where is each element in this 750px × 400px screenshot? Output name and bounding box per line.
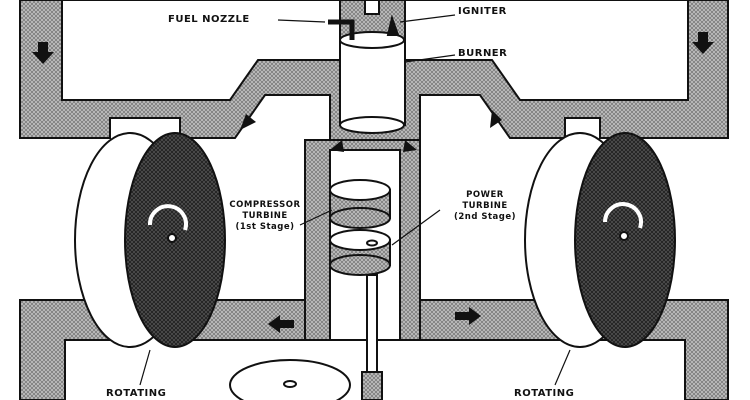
arrow-left-icon bbox=[330, 140, 344, 152]
label-line: TURBINE bbox=[242, 211, 288, 221]
label-igniter: IGNITER bbox=[458, 6, 507, 17]
arrow-down-icon bbox=[692, 32, 714, 54]
label-line: TURBINE bbox=[462, 201, 508, 211]
label-fuel-nozzle: FUEL NOZZLE bbox=[168, 14, 250, 25]
leader-lines bbox=[139, 14, 571, 386]
turbines bbox=[229, 179, 391, 400]
arrow-right-icon bbox=[455, 307, 481, 325]
right-regenerator-disk bbox=[524, 132, 676, 348]
left-regenerator-disk bbox=[74, 132, 226, 348]
arrow-down-icon bbox=[32, 42, 54, 64]
label-burner: BURNER bbox=[458, 48, 508, 59]
label-line: (2nd Stage) bbox=[453, 212, 517, 222]
arrow-up-icon bbox=[490, 110, 502, 128]
label-line: COMPRESSOR bbox=[229, 200, 301, 210]
label-power-turbine: POWER TURBINE (2nd Stage) bbox=[450, 190, 520, 223]
arrow-left-icon bbox=[268, 315, 294, 333]
label-rotating-right: ROTATING bbox=[514, 388, 575, 399]
burner bbox=[328, 0, 406, 134]
label-compressor-turbine: COMPRESSOR TURBINE (1st Stage) bbox=[225, 200, 305, 233]
arrow-up-icon bbox=[240, 114, 256, 130]
label-line: POWER bbox=[466, 190, 504, 200]
label-rotating-left: ROTATING bbox=[106, 388, 167, 399]
arrow-right-icon bbox=[403, 140, 417, 152]
flow-arrows bbox=[32, 32, 714, 333]
label-line: (1st Stage) bbox=[235, 222, 295, 232]
